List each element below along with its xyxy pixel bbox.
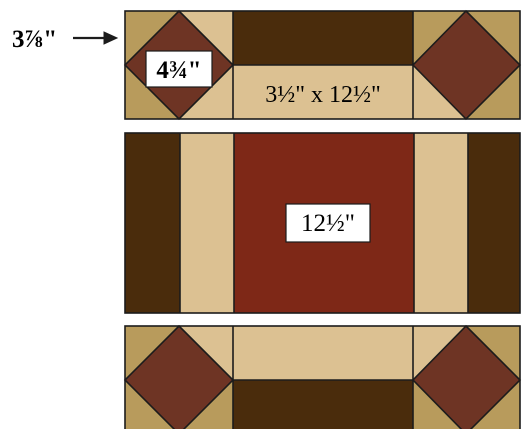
right-light-strip <box>414 133 468 313</box>
top-dark-strip <box>233 11 413 65</box>
center-size-label: 12½" <box>301 210 355 237</box>
strip-size-label: 3½" x 12½" <box>265 82 381 108</box>
left-light-strip <box>180 133 234 313</box>
top-light-strip <box>233 65 413 119</box>
strip-size-callout: 3½" x 12½" <box>265 82 381 108</box>
center-size-label-box <box>285 203 371 243</box>
diamond-size-callout: 4¾" <box>145 50 213 88</box>
bottom-row-seams <box>123 324 522 429</box>
diamond-size-label: 4¾" <box>156 57 201 84</box>
corner-size-callout: 3⅞" <box>12 26 119 53</box>
bottom-dark-strip <box>233 380 413 429</box>
bottom-row <box>123 324 522 429</box>
center-size-callout: 12½" <box>285 203 371 243</box>
top-row <box>123 9 522 121</box>
right-arrow-icon <box>73 31 119 45</box>
bottom-right-corner-square-in-square <box>413 326 520 429</box>
corner-size-label: 3⅞" <box>12 26 57 53</box>
diamond <box>413 326 520 429</box>
diamond <box>125 326 233 429</box>
left-dark-strip <box>125 133 180 313</box>
bottom-left-corner-square-in-square <box>125 326 233 429</box>
middle-row-seams <box>124 132 521 314</box>
bottom-light-strip <box>233 326 413 380</box>
light-triangle <box>179 11 233 119</box>
top-right-corner-square-in-square <box>413 11 520 119</box>
right-dark-strip <box>468 133 520 313</box>
top-row-seams <box>123 9 522 121</box>
diamond-size-label-box <box>145 50 213 88</box>
